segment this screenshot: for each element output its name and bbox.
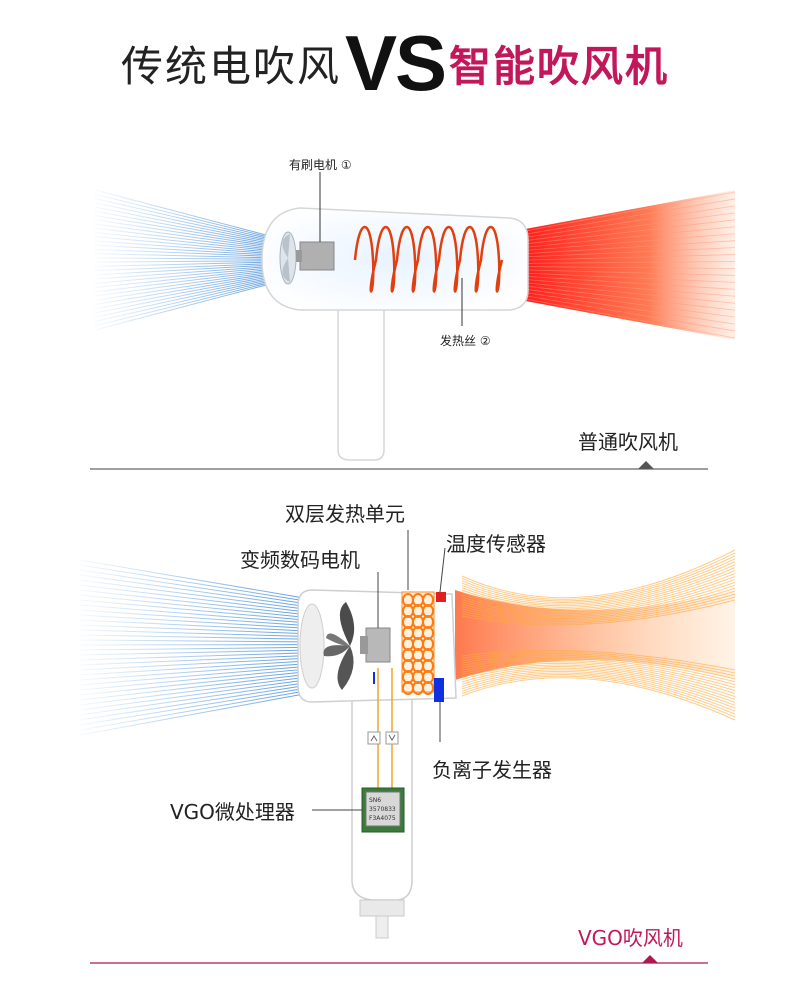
digital-motor xyxy=(365,627,391,663)
chip-text-3: F3A4075 xyxy=(369,815,396,822)
fan-icon xyxy=(279,231,297,285)
fan-icon xyxy=(323,602,355,690)
warm-airflow-lines xyxy=(461,549,736,721)
vgo-dryer-diagram: SN6 3570833 F3A4075 xyxy=(79,530,736,939)
temperature-sensor xyxy=(436,592,446,602)
dual-heating-unit xyxy=(401,591,435,695)
heating-wire xyxy=(353,226,504,293)
hot-airflow-lines xyxy=(519,191,736,339)
label-heating-wire: 发热丝 ② xyxy=(440,334,491,348)
cold-airflow xyxy=(94,189,286,331)
title-vs: VS xyxy=(344,18,447,107)
title-traditional: 传统电吹风 xyxy=(120,41,341,91)
chip-text-1: SN6 xyxy=(369,797,381,804)
title-smart: 智能吹风机 xyxy=(449,41,670,91)
sensor-leader-line xyxy=(439,547,446,593)
air-intake xyxy=(299,603,325,689)
label-dual-heating-unit: 双层发热单元 xyxy=(285,502,405,526)
power-cord xyxy=(375,915,389,939)
hot-airflow xyxy=(520,190,735,340)
label-vgo-microprocessor: VGO微处理器 xyxy=(170,800,295,824)
traditional-dryer-diagram xyxy=(94,172,736,461)
caption-traditional: 普通吹风机 xyxy=(578,430,678,454)
label-temperature-sensor: 温度传感器 xyxy=(446,532,546,556)
speed-up-button xyxy=(367,731,381,745)
dryer-handle xyxy=(337,300,385,461)
caption-vgo: VGO吹风机 xyxy=(578,926,683,950)
ion-generator xyxy=(434,678,444,702)
brushed-motor xyxy=(299,241,335,271)
divider-traditional xyxy=(90,461,708,470)
label-brushed-motor: 有刷电机 ① xyxy=(289,158,352,172)
divider-vgo xyxy=(90,955,708,964)
speed-down-button xyxy=(385,731,399,745)
cold-airflow xyxy=(79,559,305,736)
chip-text-2: 3570833 xyxy=(369,806,396,813)
label-ion-generator: 负离子发生器 xyxy=(432,758,552,782)
label-digital-motor: 变频数码电机 xyxy=(240,548,360,572)
cord-guard xyxy=(359,899,405,917)
page-title: 传统电吹风 VS 智能吹风机 xyxy=(0,18,790,108)
